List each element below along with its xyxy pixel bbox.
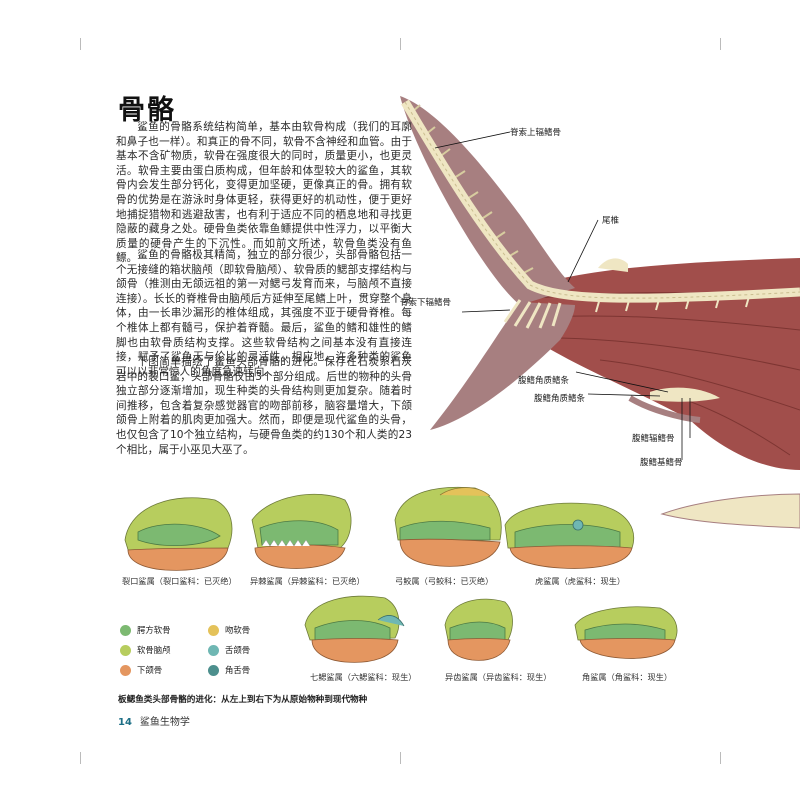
legend-label: 下颌骨 bbox=[137, 665, 163, 675]
pelvic-fin bbox=[650, 387, 720, 402]
label-pelvic-radials: 腹鳍角质鳍条 bbox=[518, 376, 570, 386]
label-caudal-vertebra: 尾椎 bbox=[602, 216, 620, 226]
skull-4 bbox=[504, 502, 635, 569]
color-legend: 腭方软骨 吻软骨 软骨脑颅 舌颌骨 下颌骨 角舌骨 bbox=[120, 624, 300, 684]
skull-caption-5: 七鳃鲨属（六鳃鲨科：现生） bbox=[310, 672, 417, 682]
upper-caudal-lobe bbox=[400, 96, 575, 305]
skull-5 bbox=[304, 595, 405, 663]
skull-caption-4: 虎鲨属（虎鲨科：现生） bbox=[535, 576, 626, 586]
crop-mark bbox=[80, 38, 81, 50]
lower-caudal-lobe bbox=[430, 302, 575, 430]
skull-7 bbox=[574, 606, 678, 659]
crop-mark bbox=[720, 752, 721, 764]
legend-swatch bbox=[208, 664, 219, 676]
paragraph-text: 下图简单描绘了鲨鱼头部骨骼的进化。保存在石炭系石灰岩中的裂口鲨，头部骨骼仅由3个… bbox=[116, 356, 412, 456]
crop-mark bbox=[400, 752, 401, 764]
body-paragraph-1: 鲨鱼的骨骼系统结构简单，基本由软骨构成（我们的耳廓和鼻子也一样）。和真正的骨不同… bbox=[116, 120, 412, 266]
page-footer: 14 鲨鱼生物学 bbox=[118, 713, 190, 728]
legend-swatch bbox=[208, 644, 219, 656]
label-pelvic-girdle: 腹鳍基鳍骨 bbox=[640, 458, 683, 468]
legend-swatch bbox=[120, 664, 131, 676]
skull-caption-1: 裂口鲨属（裂口鲨科：已灭绝） bbox=[122, 576, 237, 586]
page-heading: 骨骼 bbox=[118, 95, 176, 126]
legend-swatch bbox=[208, 624, 219, 636]
legend-item: 舌颌骨 bbox=[208, 644, 250, 656]
legend-swatch bbox=[120, 644, 131, 656]
body-paragraph-3: 下图简单描绘了鲨鱼头部骨骼的进化。保存在石炭系石灰岩中的裂口鲨，头部骨骼仅由3个… bbox=[116, 355, 412, 457]
label-pelvic-cartilage: 腹鳍角质鳍条 bbox=[534, 394, 586, 404]
legend-item: 腭方软骨 bbox=[120, 624, 171, 636]
skull-2 bbox=[251, 493, 352, 569]
legend-label: 吻软骨 bbox=[225, 625, 251, 635]
crop-mark bbox=[720, 38, 721, 50]
skull-caption-6: 异齿鲨属（异齿鲨科：现生） bbox=[445, 672, 552, 682]
skull-caption-7: 角鲨属（角鲨科：现生） bbox=[582, 672, 673, 682]
label-dorsal-radial: 脊索上辐鳍骨 bbox=[510, 128, 562, 138]
shark-body-partial bbox=[660, 493, 800, 529]
figure-caption: 板鳃鱼类头部骨骼的进化：从左上到右下为从原始物种到现代物种 bbox=[118, 695, 368, 705]
second-dorsal-fin bbox=[598, 258, 628, 272]
legend-item: 下颌骨 bbox=[120, 664, 162, 676]
skull-caption-3: 弓鲛属（弓鲛科：已灭绝） bbox=[395, 576, 494, 586]
legend-item: 角舌骨 bbox=[208, 664, 250, 676]
legend-label: 腭方软骨 bbox=[137, 625, 171, 635]
label-pelvic-basal: 腹鳍辐鳍骨 bbox=[632, 434, 675, 444]
skull-6 bbox=[444, 598, 513, 661]
page-number: 14 bbox=[118, 717, 132, 728]
legend-item: 吻软骨 bbox=[208, 624, 250, 636]
body-muscle bbox=[520, 258, 800, 470]
legend-swatch bbox=[120, 624, 131, 636]
paragraph-text: 鲨鱼的骨骼极其精简，独立的部分很少，头部骨骼包括一个无接缝的箱状脑颅（即软骨脑颅… bbox=[116, 249, 412, 378]
skull-1 bbox=[124, 497, 233, 571]
book-title: 鲨鱼生物学 bbox=[139, 717, 190, 728]
shark-tail-illustration bbox=[400, 96, 800, 470]
label-ventral-radial: 脊索下辐鳍骨 bbox=[400, 298, 452, 308]
legend-label: 角舌骨 bbox=[225, 665, 251, 675]
legend-label: 软骨脑颅 bbox=[137, 645, 171, 655]
skull-caption-2: 异棘鲨属（异棘鲨科：已灭绝） bbox=[250, 576, 365, 586]
paragraph-text: 鲨鱼的骨骼系统结构简单，基本由软骨构成（我们的耳廓和鼻子也一样）。和真正的骨不同… bbox=[116, 121, 412, 265]
crop-mark bbox=[400, 38, 401, 50]
body-paragraph-2: 鲨鱼的骨骼极其精简，独立的部分很少，头部骨骼包括一个无接缝的箱状脑颅（即软骨脑颅… bbox=[116, 248, 412, 379]
crop-mark bbox=[80, 752, 81, 764]
legend-label: 舌颌骨 bbox=[225, 645, 251, 655]
skull-3 bbox=[394, 486, 502, 567]
legend-item: 软骨脑颅 bbox=[120, 644, 171, 656]
